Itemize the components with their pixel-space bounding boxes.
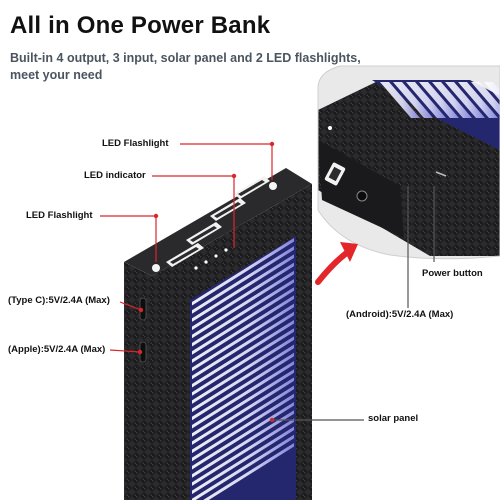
detail-inset xyxy=(318,66,500,259)
page-subtitle: Built-in 4 output, 3 input, solar panel … xyxy=(10,51,361,82)
usb-port-1 xyxy=(166,243,204,267)
detail-solar-stripe xyxy=(393,82,433,118)
solar-cell-stripe xyxy=(192,385,294,454)
detail-solar-cells xyxy=(380,82,500,118)
zoom-arrow-icon xyxy=(315,242,358,285)
solar-cell-stripe xyxy=(192,344,294,413)
solar-cell-stripe xyxy=(192,361,294,429)
callout-power-button: Power button xyxy=(422,268,483,279)
solar-cell-stripe xyxy=(203,443,294,500)
led-flashlight-top-icon xyxy=(269,182,277,190)
usb-port-2 xyxy=(186,222,222,245)
callout-android-output: (Android):5V/2.4A (Max) xyxy=(346,309,454,320)
solar-cell-stripe xyxy=(192,287,294,355)
power-bank-top-face xyxy=(124,168,312,276)
solar-cell-stripe xyxy=(192,328,294,396)
usb-port-4 xyxy=(234,176,270,199)
solar-cell-stripe xyxy=(192,369,294,437)
callout-solar-panel: solar panel xyxy=(368,413,419,424)
solar-cell-stripe xyxy=(192,303,294,372)
detail-solar-stripe xyxy=(419,82,459,118)
power-button-icon xyxy=(356,190,368,202)
solar-cell-stripe xyxy=(192,254,294,322)
detail-solar-stripe xyxy=(406,82,446,118)
solar-cell-stripe xyxy=(192,352,294,421)
page-title: All in One Power Bank xyxy=(10,12,271,39)
solar-cell-stripe xyxy=(192,320,294,388)
solar-cell-stripe xyxy=(192,336,294,404)
solar-cell-stripe xyxy=(192,418,294,486)
detail-solar-stripe xyxy=(471,82,500,118)
detail-solar-stripe xyxy=(432,82,472,118)
solar-cell-stripe xyxy=(192,270,294,339)
solar-cell-stripe xyxy=(192,426,294,495)
solar-cell-stripe xyxy=(192,393,294,462)
solar-cell-stripe xyxy=(192,246,294,314)
callout-led-flashlight-left: LED Flashlight xyxy=(26,210,93,221)
power-bank-side-face xyxy=(124,262,152,500)
detail-solar-stripe xyxy=(445,82,485,118)
detail-solar-stripe xyxy=(484,82,500,118)
callout-type-c-output: (Type C):5V/2.4A (Max) xyxy=(8,295,110,306)
led-indicator-dots xyxy=(194,248,228,270)
solar-cell-stripe xyxy=(192,377,294,445)
detail-solar-stripe xyxy=(458,82,498,118)
power-bank-main xyxy=(124,168,312,500)
solar-panel-cells xyxy=(192,238,294,500)
callout-apple-output: (Apple):5V/2.4A (Max) xyxy=(8,344,106,355)
solar-cell-stripe xyxy=(192,279,294,347)
detail-solar-stripe xyxy=(380,82,420,118)
solar-cell-stripe xyxy=(192,402,294,470)
solar-cell-stripe xyxy=(192,311,294,380)
led-flashlight-left-icon xyxy=(152,264,160,272)
callout-lines xyxy=(100,141,435,423)
solar-cell-stripe xyxy=(192,262,294,331)
solar-cell-stripe xyxy=(192,238,294,306)
solar-cell-stripe xyxy=(192,410,294,478)
callout-led-flashlight-top: LED Flashlight xyxy=(102,138,169,149)
solar-cell-stripe xyxy=(192,295,294,363)
solar-cell-stripe xyxy=(192,434,294,500)
callout-led-indicator: LED indicator xyxy=(84,170,146,181)
